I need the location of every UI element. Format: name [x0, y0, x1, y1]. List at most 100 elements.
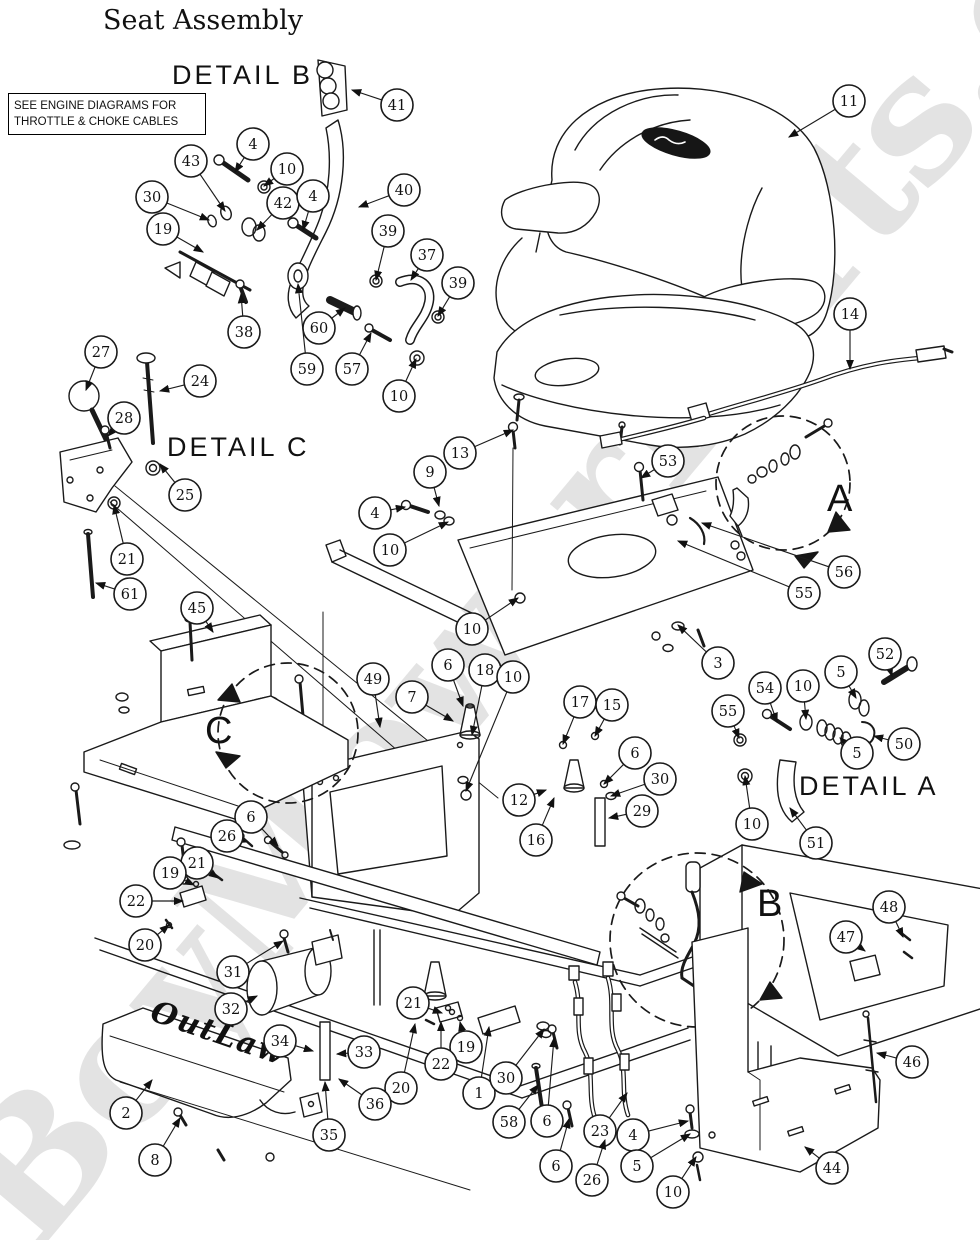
svg-text:1: 1 — [474, 1086, 483, 1102]
svg-text:4: 4 — [308, 189, 317, 205]
callout-6: 6 — [539, 1117, 573, 1183]
callout-30: 30 — [135, 180, 211, 221]
svg-text:55: 55 — [795, 586, 813, 602]
callout-4: 4 — [358, 496, 407, 530]
callout-10: 10 — [373, 521, 450, 567]
svg-text:28: 28 — [115, 411, 133, 427]
floor-plate — [101, 1005, 521, 1191]
svg-text:26: 26 — [583, 1173, 601, 1189]
svg-text:43: 43 — [182, 154, 200, 170]
rotation-circle-a — [715, 415, 851, 569]
rotation-circle-c — [215, 662, 359, 804]
svg-text:25: 25 — [176, 488, 194, 504]
svg-text:19: 19 — [457, 1040, 475, 1056]
svg-text:21: 21 — [188, 856, 206, 872]
callout-20: 20 — [128, 924, 170, 962]
engine-note-box: SEE ENGINE DIAGRAMS FOR THROTTLE & CHOKE… — [8, 93, 206, 136]
svg-text:4: 4 — [370, 506, 379, 522]
callout-10: 10 — [786, 669, 820, 721]
callout-35: 35 — [312, 1080, 346, 1152]
callout-52: 52 — [868, 637, 902, 678]
svg-text:2: 2 — [121, 1106, 130, 1122]
rotation-letter-c: C — [205, 710, 233, 752]
callout-14: 14 — [833, 297, 867, 371]
callout-55: 55 — [711, 694, 745, 740]
callout-50: 50 — [872, 727, 921, 761]
misc-hardware — [164, 656, 918, 1182]
svg-text:35: 35 — [320, 1128, 338, 1144]
svg-text:10: 10 — [664, 1185, 682, 1201]
callout-57: 57 — [335, 331, 372, 386]
callout-21: 21 — [110, 503, 144, 576]
svg-text:57: 57 — [343, 362, 361, 378]
callout-10: 10 — [735, 774, 769, 841]
svg-text:19: 19 — [161, 866, 179, 882]
seat-illustration — [493, 87, 836, 448]
svg-text:40: 40 — [395, 183, 413, 199]
callout-49: 49 — [356, 662, 390, 729]
svg-text:52: 52 — [876, 647, 894, 663]
svg-text:12: 12 — [510, 793, 528, 809]
svg-text:48: 48 — [880, 900, 898, 916]
svg-text:20: 20 — [136, 938, 154, 954]
svg-text:6: 6 — [630, 746, 639, 762]
svg-text:42: 42 — [274, 196, 292, 212]
svg-text:59: 59 — [298, 362, 316, 378]
callout-6: 6 — [431, 648, 465, 708]
callout-11: 11 — [788, 84, 866, 138]
callout-21: 21 — [396, 986, 444, 1020]
svg-text:10: 10 — [794, 679, 812, 695]
callout-10: 10 — [656, 1156, 697, 1209]
callout-2: 2 — [109, 1079, 153, 1130]
callout-9: 9 — [413, 455, 447, 508]
callout-10: 10 — [263, 152, 304, 187]
callout-6: 6 — [530, 1036, 564, 1138]
svg-text:5: 5 — [852, 746, 861, 762]
callout-28: 28 — [107, 401, 141, 437]
svg-text:10: 10 — [743, 817, 761, 833]
actuator-motor — [246, 929, 343, 1081]
callout-21: 21 — [180, 846, 219, 880]
right-bracket — [691, 927, 914, 1173]
svg-text:19: 19 — [154, 222, 172, 238]
svg-text:9: 9 — [425, 465, 434, 481]
callout-60: 60 — [302, 307, 346, 345]
callout-5: 5 — [839, 736, 874, 770]
svg-text:20: 20 — [392, 1081, 410, 1097]
svg-text:22: 22 — [127, 894, 145, 910]
detail-b-parts — [164, 59, 445, 366]
callout-5: 5 — [824, 655, 858, 699]
callout-26: 26 — [575, 1138, 609, 1197]
svg-text:13: 13 — [451, 446, 469, 462]
callout-42: 42 — [256, 186, 300, 231]
svg-text:11: 11 — [840, 94, 858, 110]
svg-text:6: 6 — [443, 658, 452, 674]
callout-17: 17 — [562, 685, 597, 746]
svg-text:39: 39 — [449, 276, 467, 292]
engine-note-line1: SEE ENGINE DIAGRAMS FOR — [14, 100, 177, 112]
engine-note-line2: THROTTLE & CHOKE CABLES — [14, 116, 179, 129]
callout-36: 36 — [338, 1078, 392, 1121]
callout-6: 6 — [234, 800, 279, 847]
svg-text:10: 10 — [381, 543, 399, 559]
rotation-letter-a: A — [827, 478, 853, 520]
svg-text:45: 45 — [188, 601, 206, 617]
svg-text:26: 26 — [218, 829, 236, 845]
svg-text:46: 46 — [903, 1055, 921, 1071]
svg-text:3: 3 — [713, 656, 722, 672]
callout-5: 5 — [620, 1133, 691, 1183]
svg-text:30: 30 — [497, 1071, 515, 1087]
callout-10: 10 — [382, 357, 417, 413]
callout-39: 39 — [371, 214, 405, 282]
svg-text:51: 51 — [807, 836, 825, 852]
callout-41: 41 — [350, 88, 414, 122]
callout-19: 19 — [449, 1020, 483, 1064]
svg-text:49: 49 — [364, 672, 382, 688]
svg-text:22: 22 — [432, 1057, 450, 1073]
callout-19: 19 — [146, 212, 204, 253]
callout-18: 18 — [468, 653, 502, 737]
svg-text:60: 60 — [310, 321, 328, 337]
callout-20: 20 — [384, 1022, 418, 1105]
svg-text:34: 34 — [271, 1034, 289, 1050]
svg-text:58: 58 — [500, 1115, 518, 1131]
